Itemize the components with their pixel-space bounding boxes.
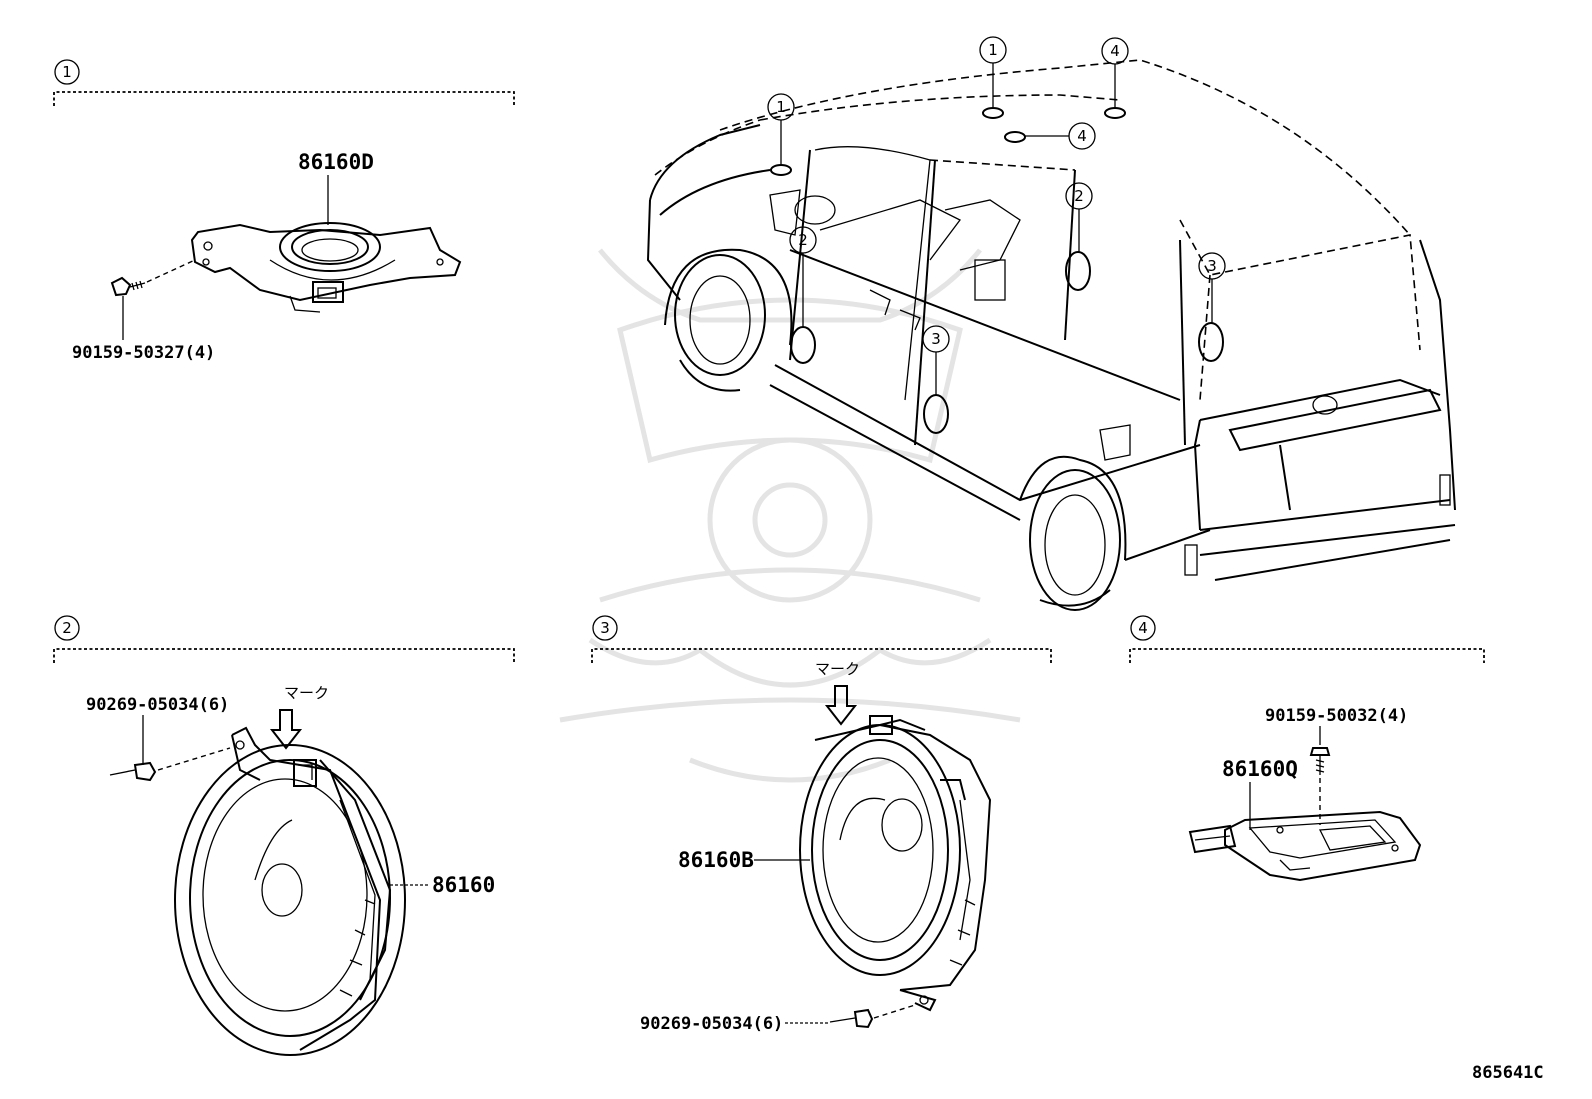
module-86160Q-illustration bbox=[1188, 810, 1422, 882]
mark-arrow-sec3-icon bbox=[824, 685, 858, 726]
part-label-90159-50327: 90159-50327(4) bbox=[72, 343, 215, 363]
part-label-86160D: 86160D bbox=[298, 150, 374, 174]
watermark-helmet bbox=[559, 248, 1021, 783]
callout-3-rear-label: 3 bbox=[1207, 257, 1217, 275]
callout-4-top-label: 4 bbox=[1110, 42, 1120, 60]
tweeter-86160D-illustration bbox=[190, 222, 462, 313]
section-3-number: 3 bbox=[600, 619, 610, 637]
mark-arrow-sec2-icon bbox=[269, 709, 303, 750]
speaker-location-1-rear bbox=[982, 107, 1004, 119]
part-label-90269-05034-sec3: 90269-05034(6) bbox=[640, 1014, 783, 1034]
callout-2-rear-label: 2 bbox=[1074, 187, 1084, 205]
part-label-86160B: 86160B bbox=[678, 848, 754, 872]
part-label-90269-05034-sec2: 90269-05034(6) bbox=[86, 695, 229, 715]
speaker-location-2-front-door bbox=[790, 326, 816, 364]
speaker-location-2-rear bbox=[1065, 251, 1091, 291]
callout-1-rear-label: 1 bbox=[988, 41, 998, 59]
van-speaker-locations: 1 1 4 4 2 2 3 3 bbox=[767, 36, 1226, 434]
speaker-location-4-rear bbox=[1104, 107, 1126, 119]
speaker-location-4-front bbox=[1004, 131, 1026, 143]
mark-label-sec3: マーク bbox=[815, 660, 860, 678]
part-label-90159-50032: 90159-50032(4) bbox=[1265, 706, 1408, 726]
diagram-reference-code: 865641C bbox=[1472, 1063, 1544, 1083]
screw-90269-05034-sec2-illustration bbox=[109, 747, 231, 782]
van-illustration bbox=[646, 59, 1456, 611]
callout-2-front-label: 2 bbox=[798, 231, 808, 249]
callout-1-front-label: 1 bbox=[776, 98, 786, 116]
section-4: 4 90159-50032(4) 86160Q bbox=[1129, 615, 1485, 882]
speaker-location-3-slide-door bbox=[923, 394, 949, 434]
section-1: 1 86160D 90159-50327(4) bbox=[53, 59, 515, 363]
speaker-location-3-rear bbox=[1198, 322, 1224, 362]
part-label-86160: 86160 bbox=[432, 873, 495, 897]
screw-90159-50032-illustration bbox=[1309, 747, 1331, 825]
section-3: 3 マーク 86160B 90269-0503 bbox=[591, 615, 1052, 1034]
speaker-86160B-illustration bbox=[799, 715, 992, 1012]
section-1-number: 1 bbox=[62, 63, 72, 81]
speaker-location-1-front bbox=[770, 164, 792, 176]
screw-90269-05034-sec3-illustration bbox=[829, 1004, 916, 1029]
section-2: 2 90269-05034(6) マーク 86 bbox=[53, 615, 515, 1056]
part-label-86160Q: 86160Q bbox=[1222, 757, 1298, 781]
speaker-86160-illustration bbox=[174, 726, 406, 1056]
section-2-number: 2 bbox=[62, 619, 72, 637]
callout-3-slide-door-label: 3 bbox=[931, 330, 941, 348]
screw-90159-50327-illustration bbox=[110, 259, 196, 297]
section-4-number: 4 bbox=[1138, 619, 1148, 637]
callout-4-mid-label: 4 bbox=[1077, 127, 1087, 145]
mark-label-sec2: マーク bbox=[284, 684, 329, 702]
